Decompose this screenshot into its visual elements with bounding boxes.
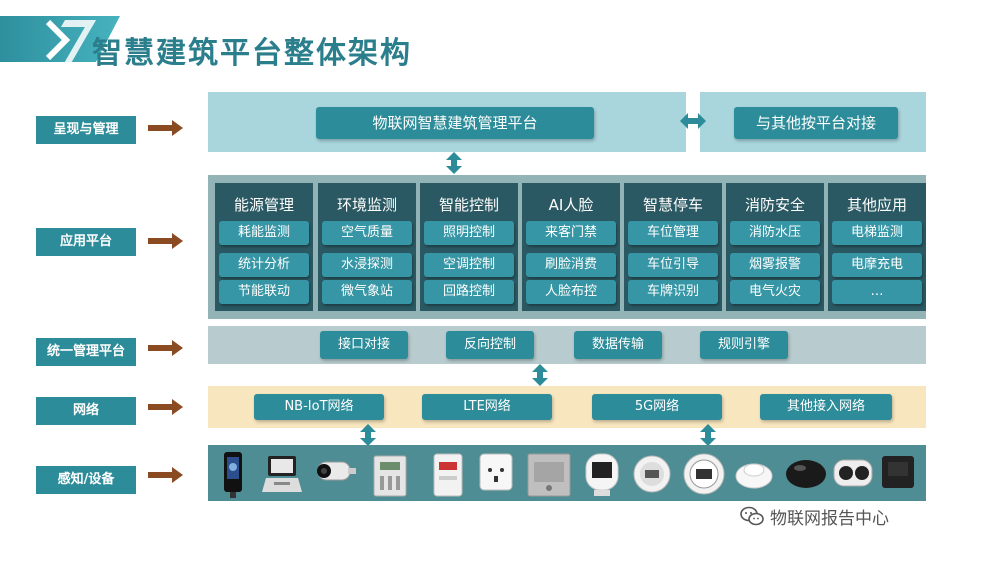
application-item: 车牌识别 [628, 280, 718, 304]
application-category-title: 能源管理 [233, 196, 294, 214]
wechat-icon [740, 506, 764, 526]
application-item: 电气火灾 [730, 280, 820, 304]
pos-terminal-icon [262, 456, 302, 492]
row-label-presentation: 呈现与管理 [36, 116, 136, 144]
title-banner [0, 16, 120, 62]
application-item: 空调控制 [424, 253, 514, 277]
application-item: 空气质量 [322, 221, 412, 245]
application-category-title: 消防安全 [744, 196, 805, 214]
unified-item-rule-engine: 规则引擎 [700, 331, 788, 359]
water-sensor-icon [786, 460, 826, 488]
bidirectional-arrow-icon [446, 152, 462, 174]
network-item-other: 其他接入网络 [760, 394, 892, 420]
bidirectional-arrow-icon [700, 424, 716, 446]
application-category-column: 能源管理耗能监测统计分析节能联动 [215, 183, 313, 311]
arrow-right-icon [148, 340, 183, 356]
application-category-title: 智能控制 [438, 196, 499, 214]
application-item: 来客门禁 [526, 221, 616, 245]
bidirectional-arrow-icon [360, 424, 376, 446]
smart-socket-icon [479, 453, 513, 491]
application-item: 回路控制 [424, 280, 514, 304]
smart-meter-icon [433, 453, 463, 497]
row-label-unified: 统一管理平台 [36, 338, 136, 366]
application-category-column: 智慧停车车位管理车位引导车牌识别 [624, 183, 722, 311]
network-item-5g: 5G网络 [592, 394, 722, 420]
application-item: 刷脸消费 [526, 253, 616, 277]
application-item: 水浸探测 [322, 253, 412, 277]
unified-layer [208, 326, 926, 364]
application-item: 统计分析 [219, 253, 309, 277]
arrow-right-icon [148, 399, 183, 415]
thermometer-display-icon [633, 455, 671, 493]
application-category-column: 消防安全消防水压烟雾报警电气火灾 [726, 183, 824, 311]
application-item: 车位引导 [628, 253, 718, 277]
unified-item-reverse-control: 反向控制 [446, 331, 534, 359]
application-category-column: 其他应用电梯监测电摩充电 … [828, 183, 926, 311]
camera-icon [317, 461, 356, 481]
dual-sensor-icon [833, 459, 873, 487]
network-item-lte: LTE网络 [422, 394, 552, 420]
application-item: 烟雾报警 [730, 253, 820, 277]
main-platform-box: 物联网智慧建筑管理平台 [316, 107, 594, 139]
bidirectional-arrow-icon [532, 364, 548, 386]
application-item: 消防水压 [730, 221, 820, 245]
footer-text: 物联网报告中心 [770, 508, 889, 529]
arrow-right-icon [148, 120, 183, 136]
application-category-title: AI人脸 [548, 196, 594, 214]
page-title: 智慧建筑平台整体架构 [92, 36, 412, 71]
application-item: 电梯监测 [832, 221, 922, 245]
application-category-column: AI人脸来客门禁刷脸消费人脸布控 [522, 183, 620, 311]
electric-meter-icon [373, 455, 407, 497]
bidirectional-arrow-icon [680, 113, 706, 129]
application-item: 节能联动 [219, 280, 309, 304]
application-item: 耗能监测 [219, 221, 309, 245]
temperature-sensor-icon [683, 453, 725, 495]
thermo-hygrometer-icon [585, 453, 619, 496]
unified-item-data-transfer: 数据传输 [574, 331, 662, 359]
unified-item-interface: 接口对接 [320, 331, 408, 359]
application-item: … [832, 280, 922, 304]
other-platform-box: 与其他按平台对接 [734, 107, 898, 139]
footer-brand: 物联网报告中心 [740, 503, 889, 529]
network-item-nb-iot: NB-IoT网络 [254, 394, 384, 420]
application-item: 车位管理 [628, 221, 718, 245]
application-category-column: 智能控制照明控制空调控制回路控制 [420, 183, 518, 311]
row-label-devices: 感知/设备 [36, 466, 136, 494]
row-label-network: 网络 [36, 397, 136, 425]
application-item: 照明控制 [424, 221, 514, 245]
application-item: 微气象站 [322, 280, 412, 304]
application-item: 人脸布控 [526, 280, 616, 304]
controller-box-icon [882, 456, 914, 488]
face-terminal-icon [224, 452, 242, 498]
application-category-title: 其他应用 [846, 196, 907, 214]
gateway-panel-icon [527, 453, 571, 497]
application-category-column: 环境监测空气质量水浸探测微气象站 [318, 183, 416, 311]
application-item: 电摩充电 [832, 253, 922, 277]
application-category-title: 智慧停车 [642, 196, 703, 214]
chevron-right-icon [45, 20, 71, 60]
smoke-detector-icon [735, 463, 773, 489]
arrow-right-icon [148, 467, 183, 483]
application-category-title: 环境监测 [336, 196, 397, 214]
row-label-application: 应用平台 [36, 228, 136, 256]
arrow-right-icon [148, 233, 183, 249]
